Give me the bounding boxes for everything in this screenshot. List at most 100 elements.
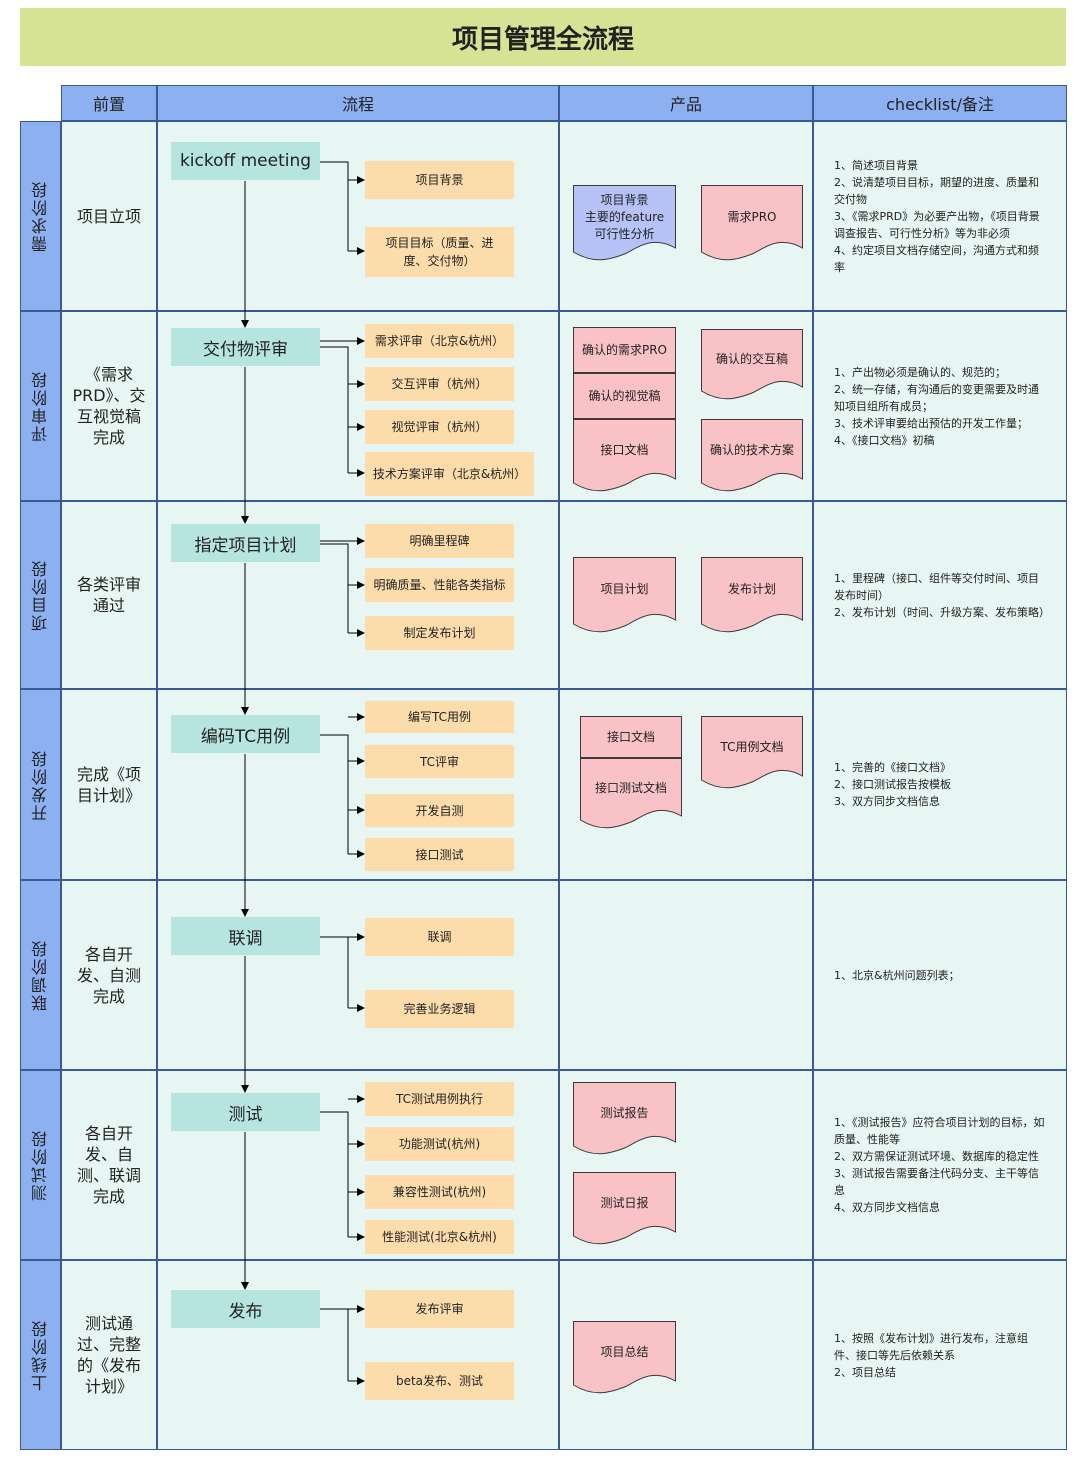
main-step: 测试 — [171, 1093, 320, 1131]
note-line: 4、《接口文档》初稿 — [834, 433, 935, 447]
note-line: 3、测试报告需要备注代码分支、主干等信息 — [834, 1167, 1039, 1197]
product-cell — [559, 880, 813, 1070]
sub-step: 交互评审（杭州） — [365, 367, 514, 401]
document-shape — [701, 557, 803, 633]
note-line: 4、约定项目文档存储空间，沟通方式和频率 — [834, 243, 1039, 274]
product-document: 接口文档 — [580, 716, 682, 758]
product-document: 项目计划 — [573, 557, 676, 633]
document-shape — [573, 185, 676, 261]
note-line: 2、双方需保证测试环境、数据库的稳定性 — [834, 1150, 1039, 1163]
document-shape — [701, 329, 803, 400]
sub-step: 需求评审（北京&杭州） — [365, 324, 514, 358]
main-step: 交付物评审 — [171, 328, 320, 366]
main-step: 联调 — [171, 917, 320, 955]
note-line: 1、简述项目背景 — [834, 158, 918, 172]
document-shape — [573, 1172, 676, 1245]
checklist-cell: 1、简述项目背景 2、说清楚项目目标，期望的进度、质量和交付物 3、《需求PRD… — [813, 121, 1067, 311]
checklist-cell: 1、里程碑（接口、组件等交付时间、项目发布时间） 2、发布计划（时间、升级方案、… — [813, 501, 1067, 689]
note-line: 1、北京&杭州问题列表； — [834, 968, 960, 982]
sub-step: 项目目标（质量、进度、交付物） — [365, 227, 514, 277]
main-step: 发布 — [171, 1290, 320, 1328]
sub-step: TC评审 — [365, 745, 514, 778]
sub-step: 项目背景 — [365, 161, 514, 199]
sub-step: 接口测试 — [365, 838, 514, 871]
product-document: 发布计划 — [701, 557, 803, 633]
note-line: 1、按照《发布计划》进行发布，注意组件、接口等先后依赖关系 — [834, 1331, 1028, 1362]
pre-condition: 各自开发、自测、联调完成 — [61, 1070, 157, 1260]
note-line: 1、《测试报告》应符合项目计划的目标，如质量、性能等 — [834, 1116, 1045, 1146]
checklist-cell: 1、产出物必须是确认的、规范的； 2、统一存储，有沟通后的变更需要及时通知项目组… — [813, 311, 1067, 501]
note-line: 3、双方同步文档信息 — [834, 795, 940, 808]
stage-label-integration: 联调阶段 — [20, 880, 61, 1070]
product-document: 确认的技术方案 — [701, 419, 803, 492]
sub-step: 明确质量、性能各类指标 — [365, 568, 514, 602]
sub-step: 明确里程碑 — [365, 524, 514, 558]
product-document: 确认的视觉稿 — [573, 373, 676, 419]
sub-step: 联调 — [365, 918, 514, 956]
document-shape — [701, 185, 803, 261]
sub-step: TC测试用例执行 — [365, 1082, 514, 1116]
note-line: 2、统一存储，有沟通后的变更需要及时通知项目组所有成员； — [834, 382, 1039, 413]
note-line: 4、双方同步文档信息 — [834, 1201, 940, 1214]
sub-step: 制定发布计划 — [365, 616, 514, 650]
sub-step: 性能测试(北京&杭州) — [365, 1220, 514, 1254]
document-shape — [701, 716, 803, 789]
product-document: 确认的需求PRO — [573, 327, 676, 373]
product-document: 需求PRO — [701, 185, 803, 261]
stage-label-requirements: 需求阶段 — [20, 121, 61, 311]
product-document: 项目背景 主要的feature 可行性分析 — [573, 185, 676, 261]
note-line: 2、发布计划（时间、升级方案、发布策略） — [834, 605, 1050, 619]
header-process: 流程 — [157, 85, 559, 121]
document-shape — [573, 1321, 676, 1394]
sub-step: 视觉评审（杭州） — [365, 410, 514, 444]
note-line: 2、说清楚项目目标，期望的进度、质量和交付物 — [834, 175, 1039, 206]
note-line: 1、里程碑（接口、组件等交付时间、项目发布时间） — [834, 571, 1039, 602]
sub-step: 编写TC用例 — [365, 701, 514, 733]
product-document: 确认的交互稿 — [701, 329, 803, 400]
document-shape — [701, 419, 803, 492]
sub-step: 发布评审 — [365, 1290, 514, 1328]
document-shape — [573, 419, 676, 492]
process-cell — [157, 880, 559, 1070]
checklist-cell: 1、完善的《接口文档》 2、接口测试报告按模板 3、双方同步文档信息 — [813, 689, 1067, 880]
document-shape — [573, 557, 676, 633]
pre-condition: 各自开发、自测完成 — [61, 880, 157, 1070]
stage-label-review: 评审阶段 — [20, 311, 61, 501]
document-shape — [580, 758, 682, 829]
pre-condition: 《需求PRD》、交互视觉稿完成 — [61, 311, 157, 501]
note-line: 2、项目总结 — [834, 1365, 896, 1379]
header-pre: 前置 — [61, 85, 157, 121]
stage-label-testing: 测试阶段 — [20, 1070, 61, 1260]
product-document: 测试报告 — [573, 1082, 676, 1155]
note-line: 3、《需求PRD》为必要产出物，《项目背景调查报告、可行性分析》等为非必须 — [834, 209, 1040, 240]
document-shape — [573, 373, 676, 419]
sub-step: 技术方案评审（北京&杭州） — [365, 452, 534, 496]
header-checklist: checklist/备注 — [813, 85, 1067, 121]
pre-condition: 各类评审通过 — [61, 501, 157, 689]
product-document: TC用例文档 — [701, 716, 803, 789]
main-step: kickoff meeting — [171, 142, 320, 180]
checklist-cell: 1、北京&杭州问题列表； — [813, 880, 1067, 1070]
pre-condition: 完成《项目计划》 — [61, 689, 157, 880]
checklist-cell: 1、《测试报告》应符合项目计划的目标，如质量、性能等 2、双方需保证测试环境、数… — [813, 1070, 1067, 1260]
product-document: 接口测试文档 — [580, 758, 682, 829]
main-step: 指定项目计划 — [171, 524, 320, 562]
sub-step: 开发自测 — [365, 794, 514, 827]
note-line: 1、产出物必须是确认的、规范的； — [834, 365, 1006, 379]
product-document: 接口文档 — [573, 419, 676, 492]
sub-step: 兼容性测试(杭州) — [365, 1175, 514, 1209]
product-document: 项目总结 — [573, 1321, 676, 1394]
checklist-cell: 1、按照《发布计划》进行发布，注意组件、接口等先后依赖关系 2、项目总结 — [813, 1260, 1067, 1450]
stage-label-project: 项目阶段 — [20, 501, 61, 689]
pre-condition: 测试通过、完整的《发布计划》 — [61, 1260, 157, 1450]
main-step: 编码TC用例 — [171, 715, 320, 753]
stage-label-development: 开发阶段 — [20, 689, 61, 880]
sub-step: beta发布、测试 — [365, 1362, 514, 1400]
sub-step: 完善业务逻辑 — [365, 990, 514, 1028]
document-shape — [573, 327, 676, 373]
pre-condition: 项目立项 — [61, 121, 157, 311]
stage-label-release: 上线阶段 — [20, 1260, 61, 1450]
document-shape — [580, 716, 682, 758]
header-product: 产品 — [559, 85, 813, 121]
